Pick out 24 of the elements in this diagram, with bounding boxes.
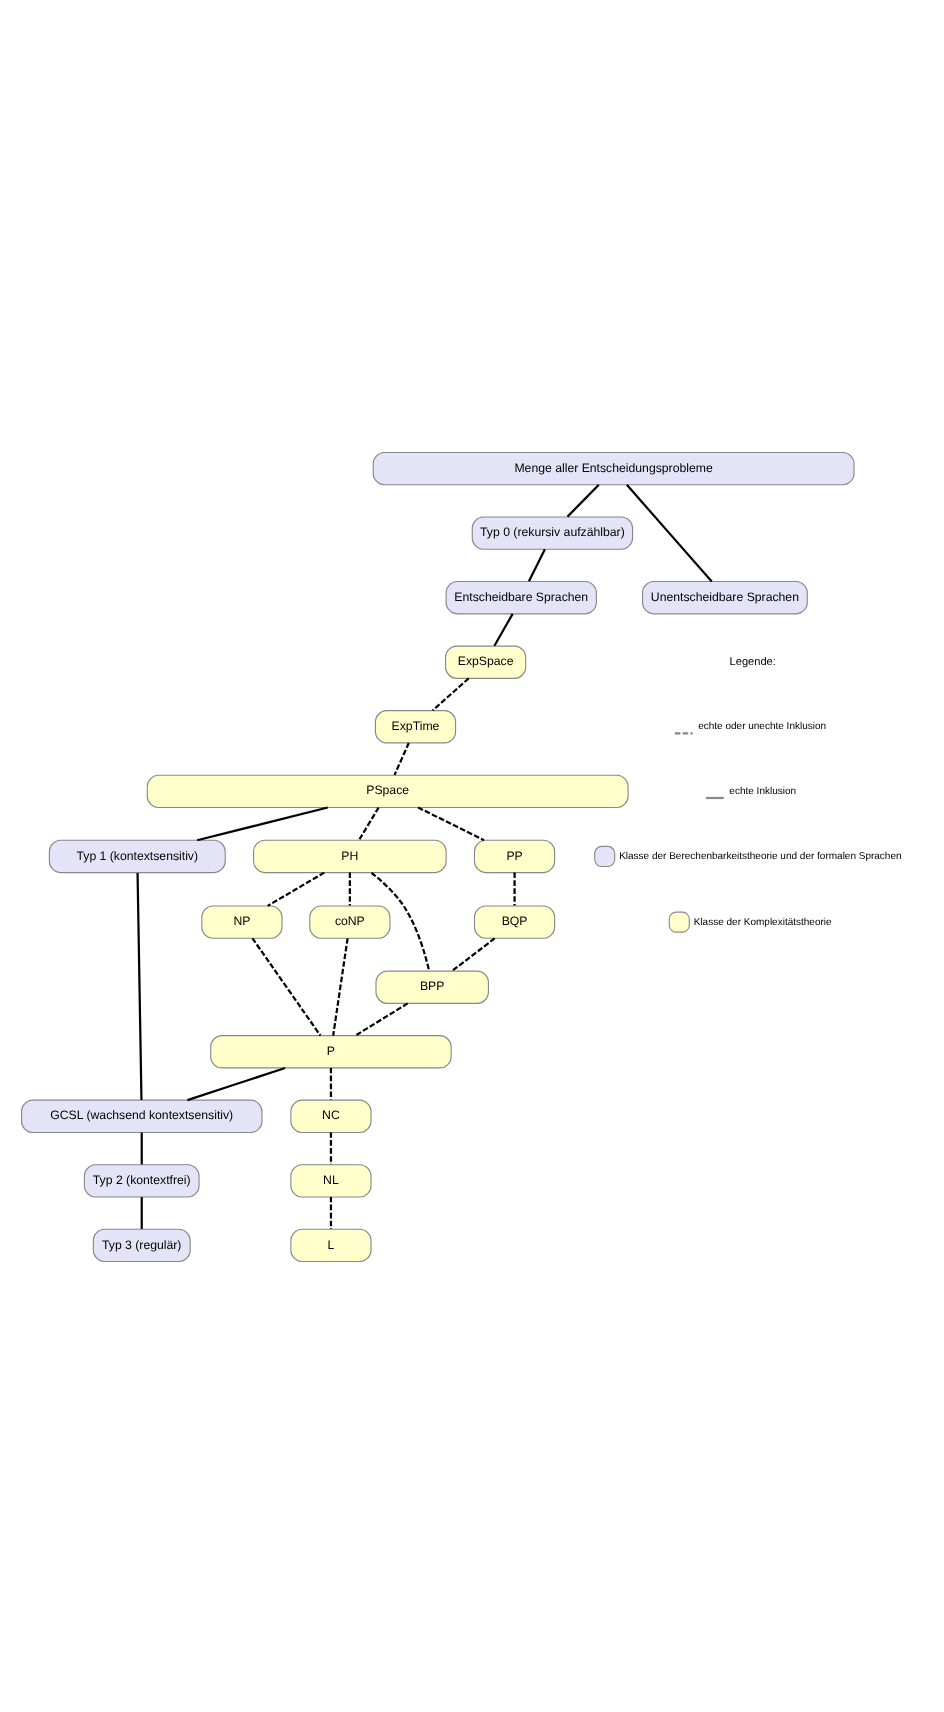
connector [187, 1065, 286, 1101]
connector [251, 936, 322, 1036]
connector [329, 1066, 333, 1099]
connector [417, 805, 485, 841]
connector [393, 741, 410, 775]
connector [196, 805, 328, 841]
connector [329, 1196, 333, 1228]
connector [332, 937, 349, 1035]
connector [140, 1131, 143, 1164]
connector [432, 676, 470, 711]
connector [140, 1196, 143, 1228]
connector [348, 871, 351, 905]
connector [267, 870, 325, 906]
connector [566, 483, 600, 517]
connector [357, 806, 380, 840]
connector [329, 1131, 333, 1164]
connector [355, 1001, 409, 1036]
connector [513, 871, 516, 905]
connector [527, 547, 546, 581]
connector [451, 936, 496, 971]
connector [136, 871, 143, 1099]
connector [370, 870, 431, 971]
connector [626, 483, 713, 582]
connector [493, 612, 514, 646]
